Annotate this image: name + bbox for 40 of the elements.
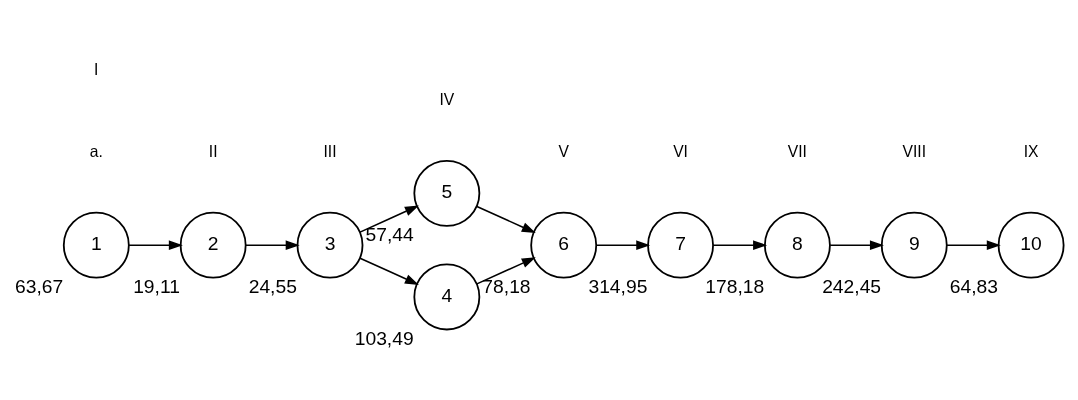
label: VI [673,142,688,160]
node-label: 64,83 [949,276,998,298]
label: V [558,142,569,160]
node-circle: 6 [530,211,598,279]
label: a. [89,142,103,160]
arrow [595,240,651,251]
node-circle: 9 [880,211,948,279]
node-label: 314,95 [588,276,648,298]
arrow [128,240,183,251]
label: VIII [902,142,926,160]
node-circle: 10 [997,211,1065,279]
label: I [94,60,99,78]
node-label: 178,18 [705,276,765,298]
label: IV [439,90,455,108]
node-label: 103,49 [354,327,414,349]
node-label: 242,45 [822,276,882,298]
node-circle: 8 [763,211,831,279]
arrow [829,240,884,251]
node-circle: 5 [413,159,481,227]
arrow [359,205,419,233]
node-circle: 4 [413,263,481,331]
label: II [208,142,218,160]
arrow [476,257,536,285]
node-circle: 7 [647,211,714,279]
node-circle: 3 [296,211,364,279]
node-label: 19,11 [133,276,180,298]
label: VII [787,142,807,160]
arrow [359,257,419,285]
label: III [323,142,337,160]
arrow [712,240,768,251]
arrow [946,240,1001,251]
label: IX [1023,142,1039,160]
node-label: 78,18 [482,276,531,298]
node-circle: 1 [62,211,130,279]
node-label: 63,67 [14,276,64,298]
arrow [476,205,536,234]
node-label: 57,44 [365,224,414,246]
arrow [245,240,300,251]
node-circle: 2 [179,211,247,279]
node-label: 24,55 [248,276,297,298]
